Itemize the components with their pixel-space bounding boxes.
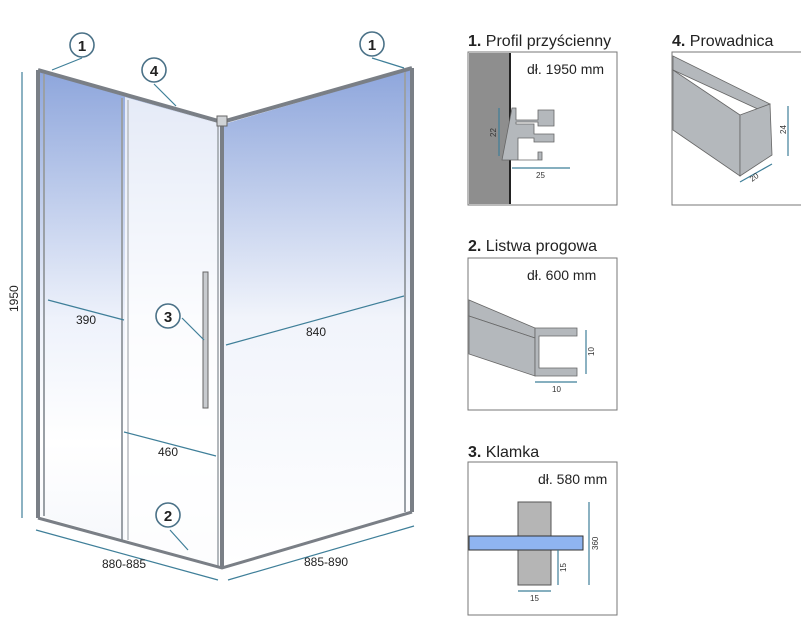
svg-text:dł. 580 mm: dł. 580 mm bbox=[538, 471, 607, 487]
svg-text:dł. 600 mm: dł. 600 mm bbox=[527, 267, 596, 283]
dimension-labels: 1950 390 840 460 880-885 885-890 bbox=[7, 285, 348, 571]
side-panel-dimension: 840 bbox=[306, 325, 326, 339]
front-glass-panel bbox=[40, 72, 220, 566]
svg-text:4: 4 bbox=[150, 63, 159, 80]
callout-4: 4 bbox=[141, 57, 167, 83]
svg-text:2: 2 bbox=[164, 508, 172, 525]
svg-text:dł. 1950 mm: dł. 1950 mm bbox=[527, 61, 604, 77]
door-handle bbox=[202, 271, 209, 409]
svg-text:25: 25 bbox=[536, 171, 545, 180]
svg-text:4. Prowadnica: 4. Prowadnica bbox=[672, 33, 774, 50]
svg-text:1: 1 bbox=[368, 37, 376, 54]
callout-2: 2 bbox=[155, 502, 181, 528]
detail-guide-rail: 4. Prowadnica 24 20 bbox=[671, 33, 801, 206]
dimension-lines bbox=[21, 57, 415, 581]
front-width-dimension: 880-885 bbox=[102, 557, 146, 571]
svg-text:1. Profil przyścienny: 1. Profil przyścienny bbox=[468, 33, 611, 50]
svg-text:22: 22 bbox=[489, 128, 498, 137]
svg-text:360: 360 bbox=[591, 536, 600, 550]
svg-text:24: 24 bbox=[779, 125, 788, 134]
svg-text:1: 1 bbox=[78, 38, 86, 55]
svg-text:3: 3 bbox=[164, 309, 172, 326]
svg-text:10: 10 bbox=[552, 385, 561, 394]
side-width-dimension: 885-890 bbox=[304, 555, 348, 569]
callout-1-right: 1 bbox=[359, 31, 385, 57]
svg-text:2. Listwa progowa: 2. Listwa progowa bbox=[468, 238, 597, 255]
svg-text:15: 15 bbox=[559, 563, 568, 572]
callout-3: 3 bbox=[155, 303, 181, 329]
callout-1-left: 1 bbox=[69, 32, 95, 58]
enclosure-frame bbox=[36, 66, 414, 570]
svg-text:10: 10 bbox=[587, 347, 596, 356]
detail-wall-profile: 1. Profil przyścienny dł. 1950 mm 22 25 bbox=[467, 33, 618, 206]
detail-handle: 3. Klamka dł. 580 mm 360 15 15 bbox=[467, 444, 618, 616]
height-dimension: 1950 bbox=[7, 285, 21, 312]
svg-text:15: 15 bbox=[530, 594, 539, 603]
svg-text:3. Klamka: 3. Klamka bbox=[468, 444, 539, 461]
door-opening-dimension: 460 bbox=[158, 445, 178, 459]
fixed-panel-dimension: 390 bbox=[76, 313, 96, 327]
detail-threshold-strip: 2. Listwa progowa dł. 600 mm 10 10 bbox=[467, 238, 618, 411]
side-glass-panel bbox=[224, 70, 410, 566]
